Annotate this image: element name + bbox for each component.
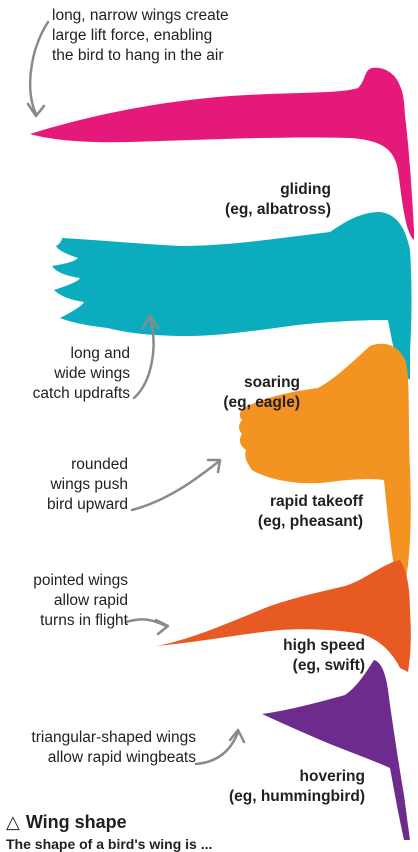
speed-label: high speed (eg, swift) xyxy=(283,636,365,676)
caption-title: Wing shape xyxy=(26,812,127,832)
takeoff-label: rapid takeoff (eg, pheasant) xyxy=(258,492,363,532)
arrow-takeoff xyxy=(132,462,218,510)
albatross-silhouette xyxy=(30,68,414,240)
triangle-icon: △ xyxy=(6,812,20,832)
arrow-gliding xyxy=(30,22,48,114)
takeoff-annotation: rounded wings push bird upward xyxy=(47,455,128,515)
arrowhead-gliding xyxy=(28,104,44,116)
arrowhead-speed xyxy=(156,620,168,634)
hummingbird-silhouette xyxy=(262,660,410,840)
gliding-label: gliding (eg, albatross) xyxy=(225,180,331,220)
hover-label: hovering (eg, hummingbird) xyxy=(229,767,365,807)
figure-caption: △ Wing shape xyxy=(6,812,127,833)
speed-annotation: pointed wings allow rapid turns in fligh… xyxy=(33,571,128,631)
gliding-annotation: long, narrow wings create large lift for… xyxy=(52,6,229,66)
soaring-annotation: long and wide wings catch updrafts xyxy=(33,344,130,404)
soaring-label: soaring (eg, eagle) xyxy=(223,373,300,413)
caption-body-cutoff: The shape of a bird's wing is ... xyxy=(6,836,212,852)
hover-annotation: triangular-shaped wings allow rapid wing… xyxy=(31,728,196,768)
